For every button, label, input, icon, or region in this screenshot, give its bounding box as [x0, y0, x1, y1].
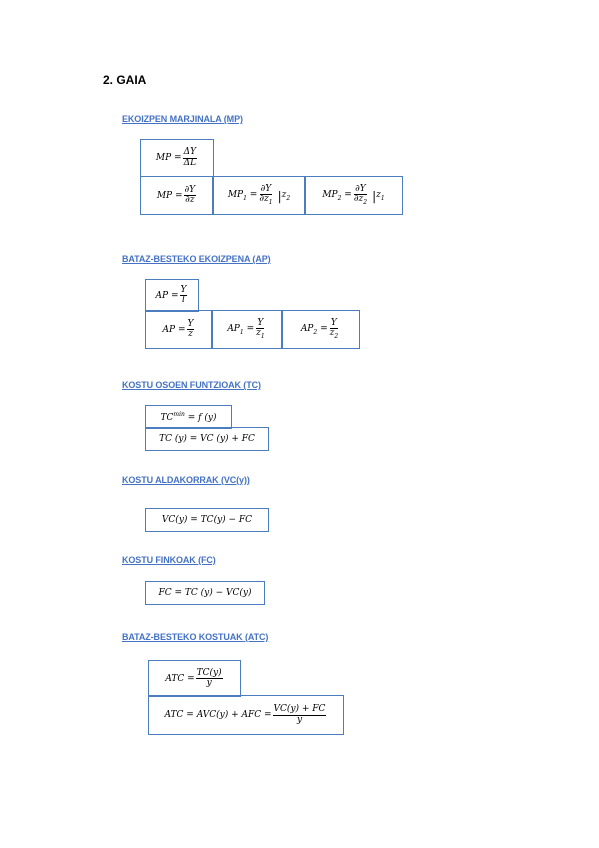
fraction: TC(y)y [195, 667, 223, 688]
formula-lhs: MP1 = [227, 189, 258, 202]
section-heading-tc: KOSTU OSOEN FUNTZIOAK (TC) [122, 380, 261, 390]
formula-tc-sum: TC (y) = VC (y) + FC [145, 427, 269, 451]
section-heading-fc: KOSTU FINKOAK (FC) [122, 555, 216, 565]
section-heading-atc: BATAZ-BESTEKO KOSTUAK (ATC) [122, 632, 269, 642]
formula-vc: VC(y) = TC(y) − FC [145, 508, 269, 532]
formula-atc: ATC = TC(y)y [148, 660, 241, 697]
formula-lhs: ATC = [165, 673, 195, 684]
formula-condition: z2 [281, 189, 291, 202]
formula-lhs: MP = [155, 153, 182, 163]
formula-lhs: MP2 = [322, 189, 352, 202]
formula-lhs: ATC = AVC(y) + AFC = [164, 710, 272, 720]
formula-tc-min: TCmin = f (y) [145, 405, 232, 429]
formula-mp2: MP2 = ∂Y∂z2 |z1 [304, 176, 403, 215]
formula-text: TCmin = f (y) [160, 411, 217, 423]
formula-lhs: MP = [156, 190, 183, 201]
section-heading-ap: BATAZ-BESTEKO EKOIZPENA (AP) [122, 254, 271, 264]
section-heading-vc: KOSTU ALDAKORRAK (VC(y)) [122, 475, 250, 485]
section-heading-mp: EKOIZPEN MARJINALA (MP) [122, 114, 243, 124]
formula-text: TC (y) = VC (y) + FC [159, 434, 255, 444]
formula-mp1: MP1 = ∂Y∂z1 |z2 [212, 176, 306, 215]
page-title: 2. GAIA [103, 73, 147, 87]
formula-fc: FC = TC (y) − VC(y) [145, 581, 265, 605]
fraction: ∂Y∂z1 [259, 183, 273, 206]
formula-lhs: AP = [162, 324, 186, 335]
fraction: ∂Y∂z2 [353, 183, 368, 206]
formula-text: FC = TC (y) − VC(y) [158, 588, 252, 598]
fraction: ∂Y∂z [183, 184, 197, 205]
formula-condition: z1 [376, 189, 385, 202]
formula-lhs: AP = [155, 290, 179, 301]
formula-lhs: AP1 = [227, 323, 255, 336]
formula-lhs: AP2 = [300, 323, 328, 336]
formula-text: VC(y) = TC(y) − FC [161, 515, 253, 525]
formula-mp-partial: MP = ∂Y∂z [140, 176, 214, 215]
